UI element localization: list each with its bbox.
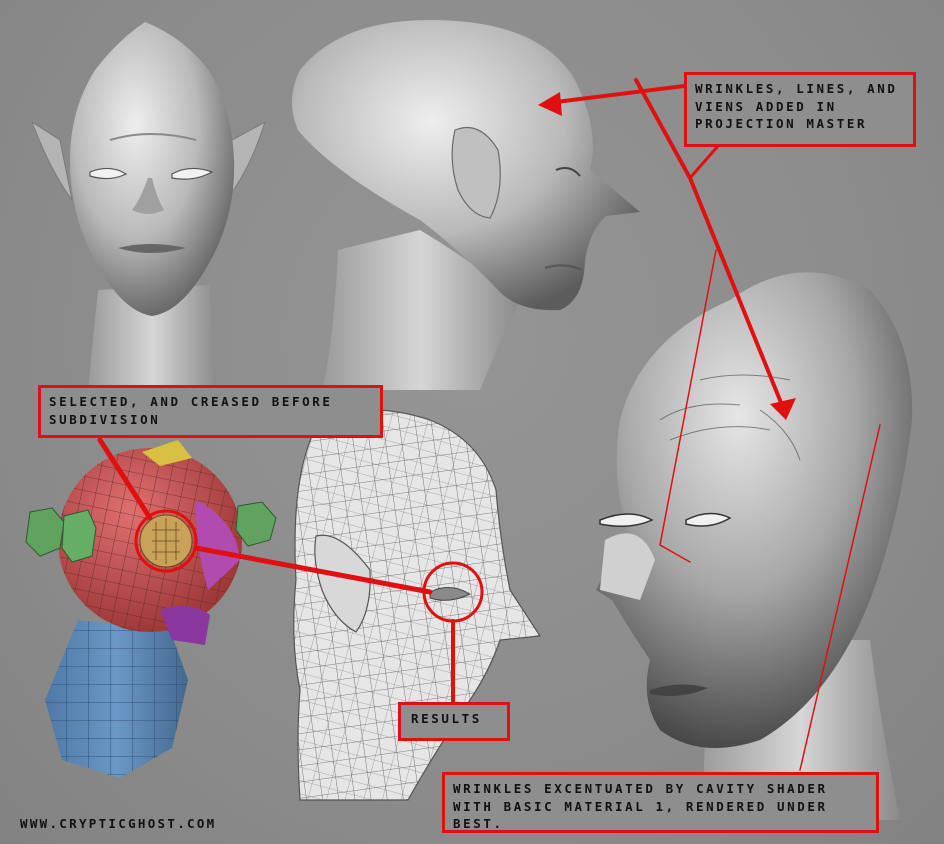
note-projection-master: WRINKLES, LINES, AND VIENS ADDED IN PROJ…: [684, 72, 916, 147]
note-results: RESULTS: [398, 702, 510, 741]
arrowhead-projection-side: [538, 92, 562, 116]
crease-highlight-circle: [134, 509, 198, 573]
polygroup-base-mesh: [25, 440, 277, 778]
thin-line-cavity: [799, 424, 881, 771]
rendered-cavity-head: [596, 272, 913, 820]
wireframe-head: [293, 409, 542, 801]
pointer-line-crease-to-results: [193, 545, 433, 595]
arrowhead-projection-render: [770, 398, 796, 420]
pointer-line-crease: [97, 437, 153, 521]
website-credit: WWW.CRYPTICGHOST.COM: [20, 816, 217, 831]
note-crease-before-subdivision: SELECTED, AND CREASED BEFORE SUBDIVISION: [38, 385, 383, 438]
annotation-lines: [97, 78, 881, 771]
pointer-line-projection-to-side-head: [546, 84, 686, 105]
front-sculpt-head: [31, 22, 266, 390]
side-sculpt-head: [291, 20, 640, 390]
thin-line-to-eye: [659, 249, 717, 563]
pointer-line-stub: [688, 144, 720, 180]
note-cavity-shader: WRINKLES EXCENTUATED BY CAVITY SHADER WI…: [442, 772, 879, 833]
